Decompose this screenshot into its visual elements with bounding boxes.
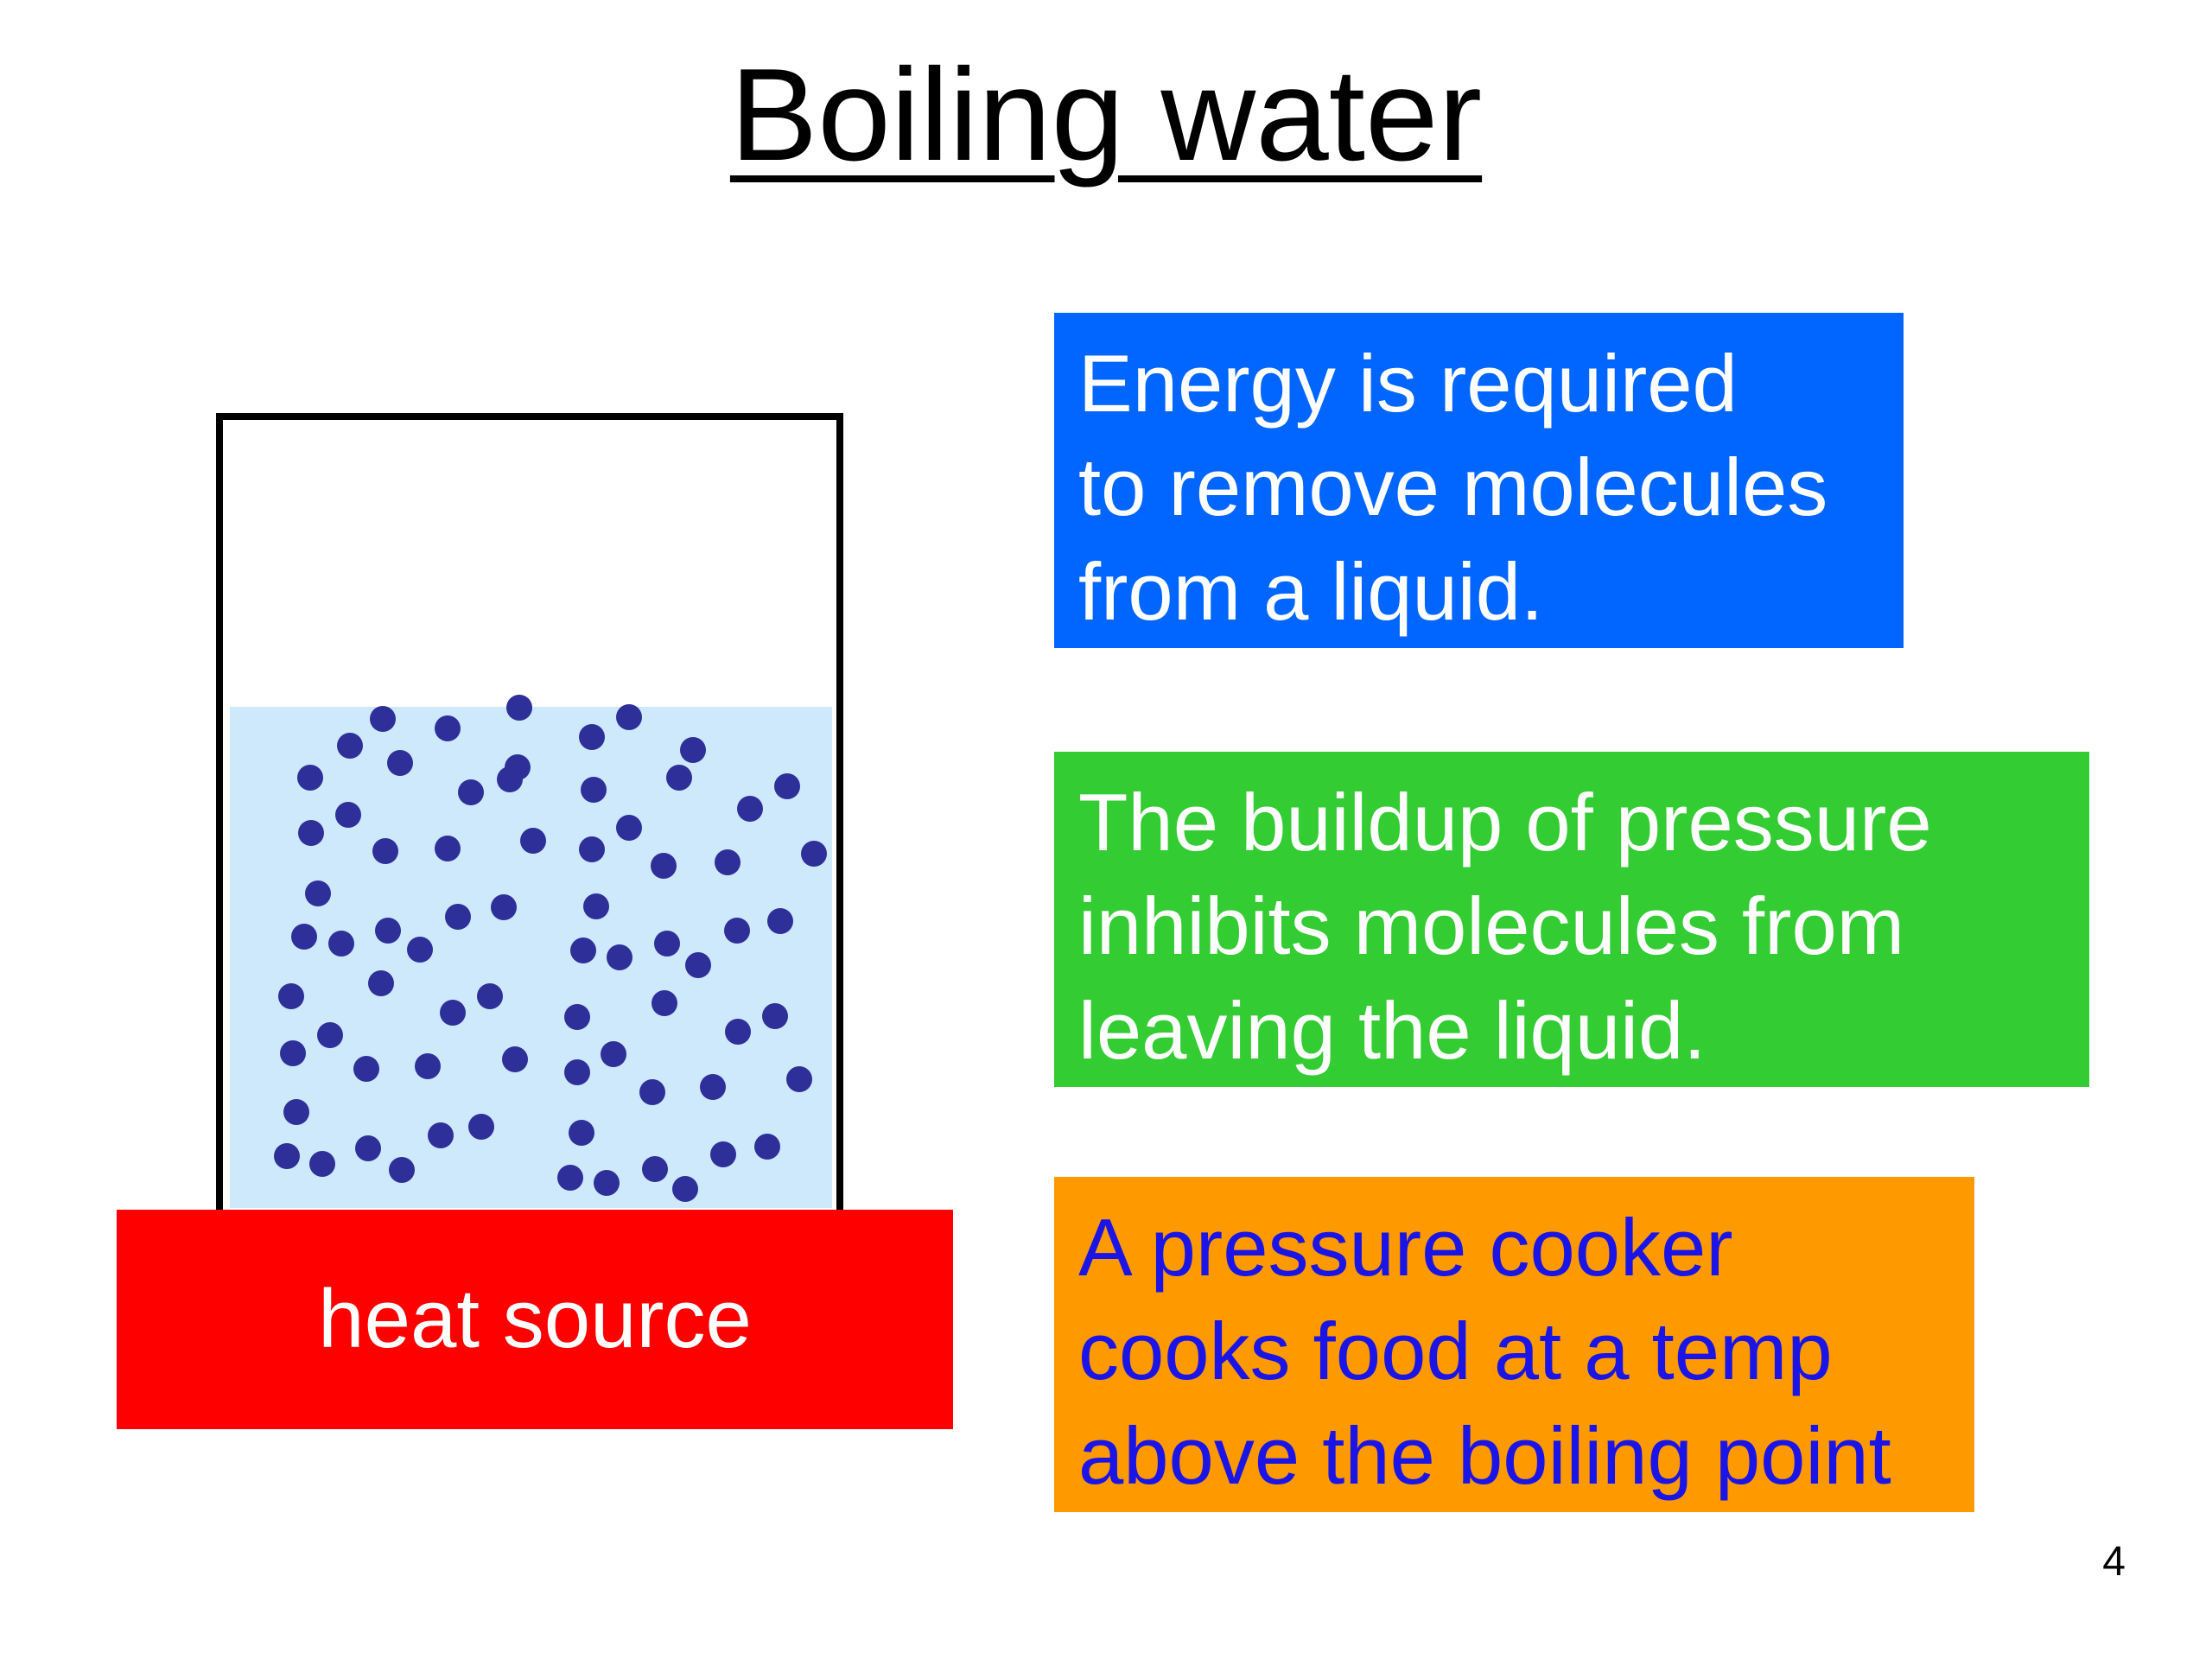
molecule-dot — [616, 704, 642, 730]
molecule-dot — [370, 706, 396, 732]
molecule-dot — [680, 737, 706, 763]
energy-required-box: Energy is required to remove molecules f… — [1054, 313, 1904, 648]
molecule-dot — [497, 766, 523, 792]
box-line: to remove molecules — [1078, 442, 1828, 533]
molecule-dot — [435, 715, 461, 741]
heat-source: heat source — [117, 1210, 953, 1429]
molecule-dot — [317, 1022, 343, 1048]
molecule-dot — [710, 1141, 736, 1167]
molecule-dot — [801, 841, 827, 867]
molecule-dot — [335, 802, 361, 828]
molecule-dot — [387, 750, 413, 776]
molecule-dot — [283, 1099, 309, 1125]
molecule-dot — [297, 765, 323, 791]
molecule-dot — [502, 1046, 528, 1072]
molecule-dot — [564, 1004, 590, 1030]
molecule-dot — [280, 1040, 306, 1066]
molecule-dot — [570, 938, 596, 963]
molecule-dot — [737, 796, 763, 822]
molecule-dot — [583, 893, 609, 919]
molecule-dot — [672, 1176, 698, 1202]
molecule-dot — [774, 773, 800, 799]
water-liquid — [230, 707, 832, 1208]
molecule-dot — [435, 836, 461, 861]
molecule-dot — [564, 1059, 590, 1085]
molecule-dot — [372, 838, 398, 864]
molecule-dot — [415, 1053, 441, 1079]
molecule-dot — [700, 1074, 726, 1100]
molecule-dot — [491, 894, 517, 920]
molecule-dot — [724, 918, 750, 944]
molecule-dot — [754, 1134, 780, 1160]
box-line: The buildup of pressure — [1078, 777, 1932, 868]
molecule-dot — [274, 1143, 300, 1169]
molecule-dot — [375, 918, 401, 944]
molecule-dot — [579, 724, 605, 750]
molecule-dot — [607, 944, 632, 970]
molecule-dot — [786, 1066, 812, 1092]
slide-title: Boiling water — [729, 41, 1483, 188]
molecule-dot — [477, 983, 503, 1009]
box-line: cooks food at a temp — [1078, 1306, 1833, 1397]
molecule-dot — [468, 1114, 494, 1140]
molecule-dot — [368, 970, 394, 996]
pressure-cooker-box: A pressure cooker cooks food at a temp a… — [1054, 1177, 1974, 1512]
molecule-dot — [445, 904, 471, 930]
molecule-dot — [407, 937, 433, 963]
molecule-dot — [654, 931, 680, 957]
box-line: above the boiling point — [1078, 1409, 1891, 1501]
page-number: 4 — [2102, 1539, 2126, 1585]
molecule-dot — [616, 815, 642, 841]
molecule-dot — [278, 983, 304, 1009]
molecule-dot — [715, 849, 741, 875]
molecule-dot — [652, 990, 677, 1016]
molecule-dot — [666, 765, 692, 791]
molecule-dot — [353, 1056, 379, 1082]
molecule-dot — [579, 836, 605, 862]
molecule-dot — [337, 733, 363, 759]
box-line: from a liquid. — [1078, 545, 1544, 637]
molecule-dot — [440, 1000, 466, 1026]
molecule-dot — [428, 1122, 454, 1148]
molecule-dot — [458, 779, 484, 805]
heat-source-label: heat source — [318, 1273, 752, 1365]
molecule-dot — [328, 931, 354, 957]
molecule-dot — [581, 777, 607, 803]
molecule-dot — [762, 1003, 788, 1029]
molecule-dot — [355, 1135, 381, 1161]
molecule-dot — [389, 1157, 415, 1183]
box-line: Energy is required — [1078, 338, 1738, 429]
molecule-dot — [291, 924, 317, 950]
box-line: inhibits molecules from — [1078, 880, 1905, 972]
molecule-dot — [725, 1019, 751, 1045]
box-line: A pressure cooker — [1078, 1202, 1733, 1293]
molecule-dot — [594, 1170, 620, 1196]
molecule-dot — [305, 880, 331, 906]
molecule-dot — [767, 908, 793, 934]
pressure-buildup-box: The buildup of pressure inhibits molecul… — [1054, 752, 2089, 1087]
molecule-dot — [557, 1165, 583, 1191]
molecule-dot — [651, 853, 677, 879]
molecule-dot — [601, 1041, 626, 1067]
molecule-dot — [298, 820, 324, 846]
molecule-dot — [309, 1151, 335, 1177]
molecule-dot — [685, 952, 711, 978]
molecule-dot — [520, 828, 546, 854]
molecule-dot — [569, 1120, 594, 1146]
box-line: leaving the liquid. — [1078, 984, 1707, 1076]
molecule-dot — [639, 1079, 665, 1105]
molecule-dot — [506, 695, 532, 721]
molecule-dot — [642, 1156, 668, 1182]
